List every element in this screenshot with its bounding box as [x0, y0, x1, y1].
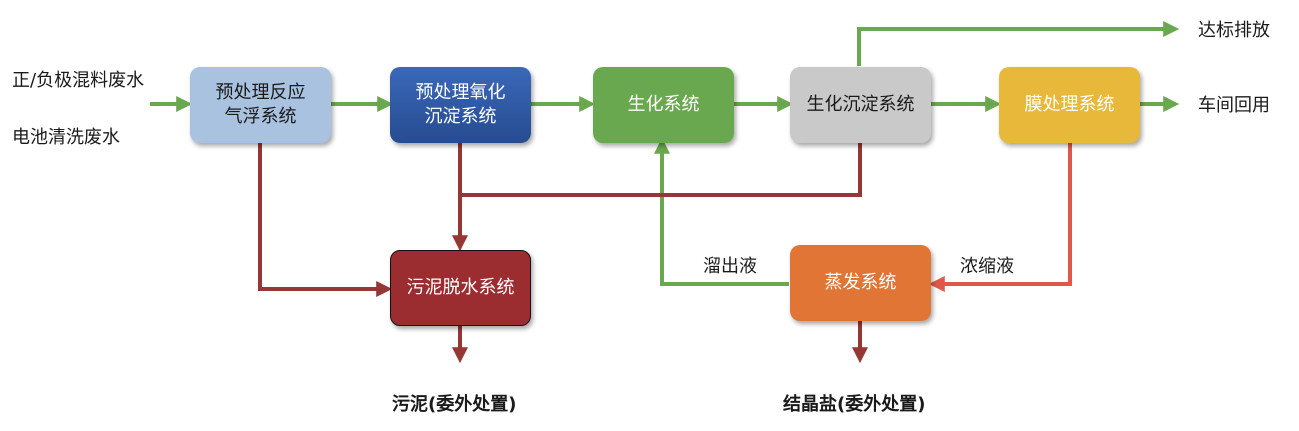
output-sludge: 污泥(委外处置) — [392, 394, 517, 415]
input-mixed-wastewater: 正/负极混料废水 — [12, 70, 145, 91]
output-discharge: 达标排放 — [1198, 20, 1270, 41]
arrow-settling-to-discharge — [857, 21, 1180, 66]
box-evaporation: 蒸发系统 — [790, 245, 931, 321]
box-membrane: 膜处理系统 — [999, 67, 1140, 143]
box-sludge-dewatering: 污泥脱水系统 — [390, 250, 531, 326]
input-battery-wash-wastewater: 电池清洗废水 — [12, 127, 120, 148]
flow-label-concentrate: 浓缩液 — [960, 256, 1014, 277]
output-reuse: 车间回用 — [1198, 95, 1270, 116]
flow-label-overflow: 溜出液 — [703, 256, 757, 277]
line-settling-sludge-return — [460, 143, 862, 197]
arrow-membrane-concentrate-to-evaporation — [928, 143, 1072, 292]
box-pretreat-flotation: 预处理反应 气浮系统 — [190, 67, 331, 143]
arrow-evaporation-overflow-to-biochem — [654, 137, 789, 286]
output-crystal-salt: 结晶盐(委外处置) — [783, 394, 926, 415]
box-biochem: 生化系统 — [593, 67, 734, 143]
arrow-flotation-to-sludge — [258, 143, 393, 297]
box-bio-settling: 生化沉淀系统 — [790, 67, 931, 143]
box-pretreat-oxidation: 预处理氧化 沉淀系统 — [390, 67, 531, 143]
